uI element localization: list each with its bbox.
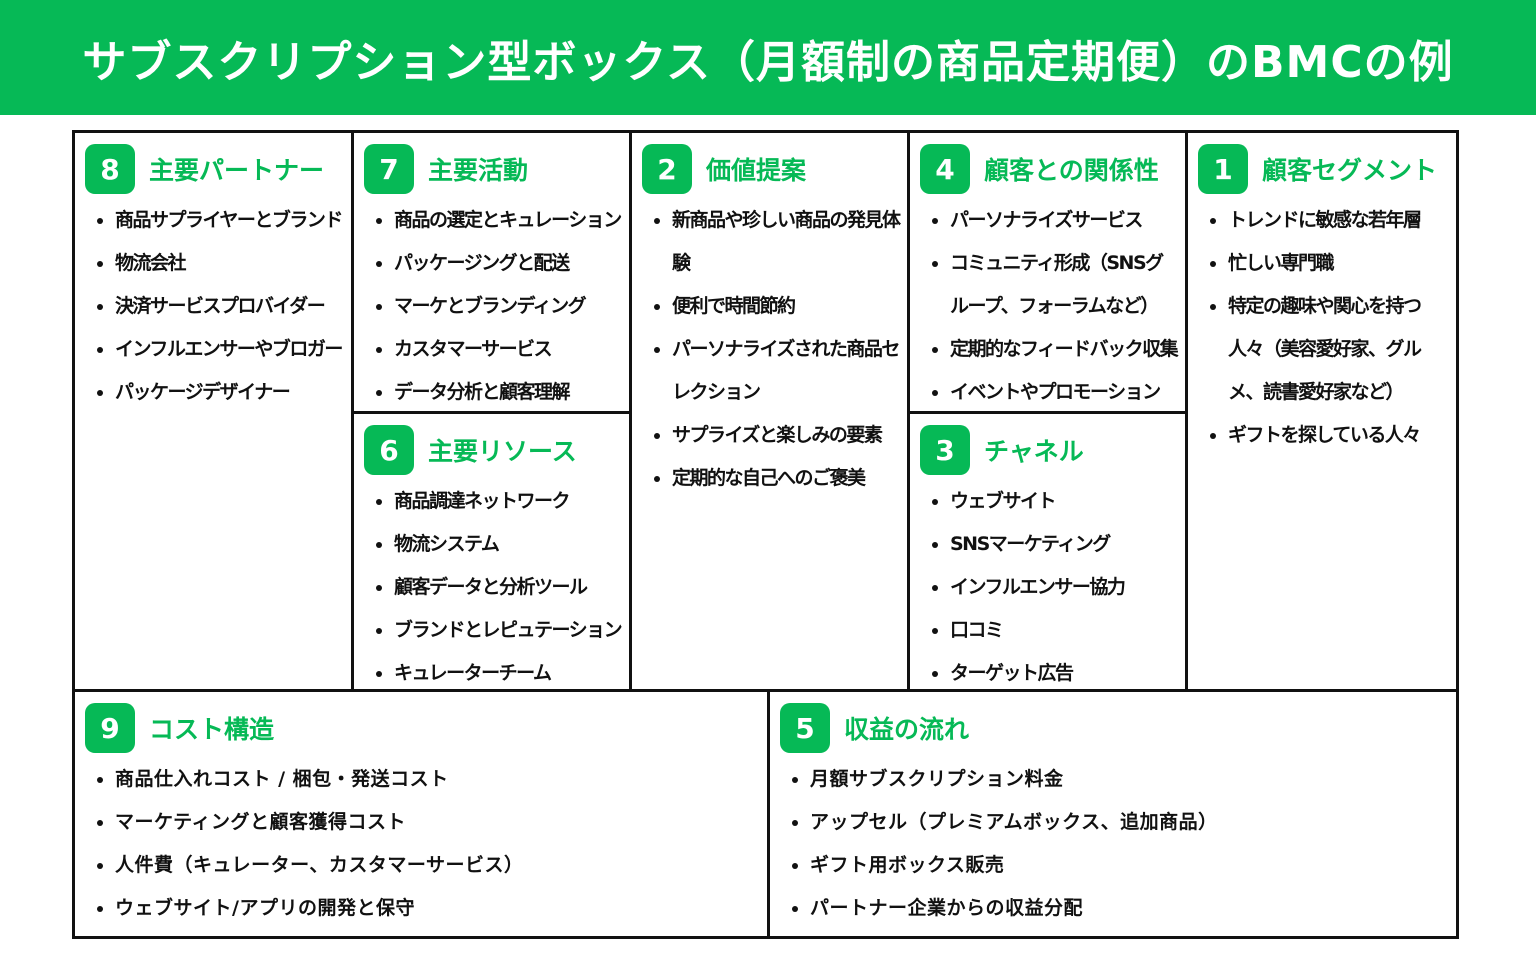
list-item: データ分析と顧客理解 [374, 371, 623, 411]
block-value: 2 価値提案新商品や珍しい商品の発見体験便利で時間節約パーソナライズされた商品セレ… [629, 130, 910, 692]
list-item: インフルエンサー協力 [930, 566, 1179, 609]
list-item: ウェブサイト/アプリの開発と保守 [95, 887, 761, 930]
item-list: 商品の選定とキュレーションパッケージングと配送マーケとブランディングカスタマーサ… [364, 199, 629, 411]
list-item: 定期的な自己へのご褒美 [652, 457, 901, 500]
block-title: 顧客セグメント [1262, 156, 1438, 185]
block-number-badge: 6 [364, 425, 414, 475]
page-title: サブスクリプション型ボックス（月額制の商品定期便）のBMCの例 [82, 36, 1454, 88]
block-header: 2 価値提案 [642, 143, 907, 195]
list-item: 口コミ [930, 609, 1179, 652]
list-item: 商品サプライヤーとブランド [95, 199, 345, 242]
block-title: 価値提案 [706, 156, 807, 185]
list-item: ウェブサイト [930, 480, 1179, 523]
item-list: 商品調達ネットワーク物流システム顧客データと分析ツールブランドとレピュテーション… [364, 480, 629, 689]
block-number-badge: 9 [85, 703, 135, 753]
block-partners: 8 主要パートナー商品サプライヤーとブランド物流会社決済サービスプロバイダーインフ… [72, 130, 354, 692]
list-item: パーソナライズサービス [930, 199, 1179, 242]
list-item: ギフトを探している人々 [1208, 414, 1450, 457]
list-item: アップセル（プレミアムボックス、追加商品） [790, 801, 1450, 844]
block-header: 9 コスト構造 [85, 702, 767, 754]
block-resources: 6 主要リソース商品調達ネットワーク物流システム顧客データと分析ツールブランドとレ… [351, 411, 632, 692]
block-title: 主要リソース [428, 437, 577, 466]
block-header: 7 主要活動 [364, 143, 629, 195]
list-item: パッケージデザイナー [95, 371, 345, 414]
list-item: 忙しい専門職 [1208, 242, 1450, 285]
block-number-badge: 8 [85, 144, 135, 194]
list-item: 商品の選定とキュレーション [374, 199, 623, 242]
list-item: キュレーターチーム [374, 652, 623, 689]
item-list: 新商品や珍しい商品の発見体験便利で時間節約パーソナライズされた商品セレクションサ… [642, 199, 907, 500]
block-header: 5 収益の流れ [780, 702, 1456, 754]
block-header: 8 主要パートナー [85, 143, 351, 195]
block-revenue: 5 収益の流れ月額サブスクリプション料金アップセル（プレミアムボックス、追加商品）… [767, 689, 1459, 939]
list-item: 商品調達ネットワーク [374, 480, 623, 523]
block-number-badge: 5 [780, 703, 830, 753]
block-title: チャネル [984, 437, 1084, 466]
list-item: ギフト用ボックス販売 [790, 844, 1450, 887]
block-title: 主要活動 [428, 156, 529, 185]
list-item: 人件費（キュレーター、カスタマーサービス） [95, 844, 761, 887]
block-segments: 1 顧客セグメントトレンドに敏感な若年層忙しい専門職特定の趣味や関心を持つ人々（美… [1185, 130, 1459, 692]
block-header: 1 顧客セグメント [1198, 143, 1456, 195]
block-title: 主要パートナー [149, 156, 325, 185]
item-list: 月額サブスクリプション料金アップセル（プレミアムボックス、追加商品）ギフト用ボッ… [780, 758, 1456, 930]
title-bar: サブスクリプション型ボックス（月額制の商品定期便）のBMCの例 [0, 0, 1536, 115]
list-item: 決済サービスプロバイダー [95, 285, 345, 328]
block-number-badge: 4 [920, 144, 970, 194]
list-item: 新商品や珍しい商品の発見体験 [652, 199, 901, 285]
list-item: パッケージングと配送 [374, 242, 623, 285]
item-list: トレンドに敏感な若年層忙しい専門職特定の趣味や関心を持つ人々（美容愛好家、グルメ… [1198, 199, 1456, 457]
list-item: ターゲット広告 [930, 652, 1179, 689]
list-item: 物流会社 [95, 242, 345, 285]
block-costs: 9 コスト構造商品仕入れコスト / 梱包・発送コストマーケティングと顧客獲得コスト… [72, 689, 770, 939]
block-number-badge: 1 [1198, 144, 1248, 194]
list-item: パートナー企業からの収益分配 [790, 887, 1450, 930]
block-header: 3 チャネル [920, 424, 1185, 476]
list-item: マーケティングと顧客獲得コスト [95, 801, 761, 844]
list-item: トレンドに敏感な若年層 [1208, 199, 1450, 242]
item-list: 商品サプライヤーとブランド物流会社決済サービスプロバイダーインフルエンサーやブロ… [85, 199, 351, 414]
item-list: 商品仕入れコスト / 梱包・発送コストマーケティングと顧客獲得コスト人件費（キュ… [85, 758, 767, 930]
block-number-badge: 3 [920, 425, 970, 475]
block-header: 6 主要リソース [364, 424, 629, 476]
block-number-badge: 7 [364, 144, 414, 194]
list-item: サプライズと楽しみの要素 [652, 414, 901, 457]
block-title: コスト構造 [149, 715, 275, 744]
list-item: マーケとブランディング [374, 285, 623, 328]
block-header: 4 顧客との関係性 [920, 143, 1185, 195]
list-item: インフルエンサーやブロガー [95, 328, 345, 371]
list-item: カスタマーサービス [374, 328, 623, 371]
list-item: パーソナライズされた商品セレクション [652, 328, 901, 414]
block-title: 収益の流れ [844, 715, 970, 744]
list-item: ブランドとレピュテーション [374, 609, 623, 652]
block-relationships: 4 顧客との関係性パーソナライズサービスコミュニティ形成（SNSグループ、フォーラ… [907, 130, 1188, 414]
list-item: 特定の趣味や関心を持つ人々（美容愛好家、グルメ、読書愛好家など） [1208, 285, 1450, 414]
item-list: パーソナライズサービスコミュニティ形成（SNSグループ、フォーラムなど）定期的な… [920, 199, 1185, 411]
list-item: 定期的なフィードバック収集 [930, 328, 1179, 371]
block-title: 顧客との関係性 [984, 156, 1159, 185]
list-item: SNSマーケティング [930, 523, 1179, 566]
block-number-badge: 2 [642, 144, 692, 194]
list-item: 物流システム [374, 523, 623, 566]
list-item: 月額サブスクリプション料金 [790, 758, 1450, 801]
list-item: コミュニティ形成（SNSグループ、フォーラムなど） [930, 242, 1179, 328]
list-item: イベントやプロモーション [930, 371, 1179, 411]
list-item: 商品仕入れコスト / 梱包・発送コスト [95, 758, 761, 801]
list-item: 便利で時間節約 [652, 285, 901, 328]
block-activities: 7 主要活動商品の選定とキュレーションパッケージングと配送マーケとブランディングカ… [351, 130, 632, 414]
list-item: 顧客データと分析ツール [374, 566, 623, 609]
